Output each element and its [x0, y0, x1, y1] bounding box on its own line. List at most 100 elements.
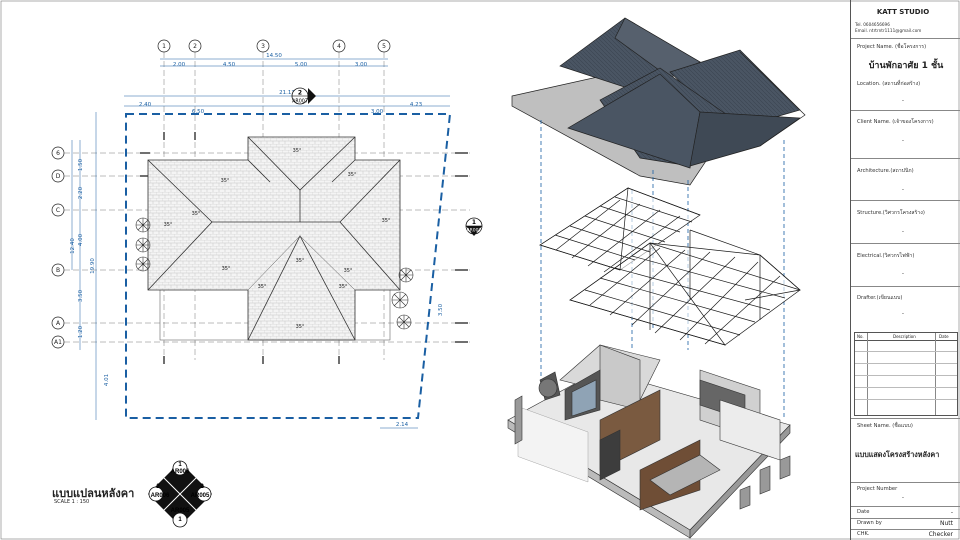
elev-num: 1: [178, 517, 182, 523]
divider: [851, 110, 960, 111]
plan-scale: SCALE 1 : 150: [54, 499, 90, 505]
slope-label: 35°: [164, 222, 173, 228]
project-name-label: Project Name. (ชื่อโครงการ): [857, 44, 927, 50]
divider: [851, 482, 960, 483]
architecture-label: Architecture.(สถาปนิก): [857, 168, 914, 174]
grid-row-label: A1: [54, 339, 62, 346]
dim-top-total: 14.50: [266, 53, 282, 59]
section-number: 2: [298, 90, 302, 97]
divider: [851, 158, 960, 159]
title-block: KATT STUDIO Tel. 0604656696 Email. ntrtr…: [850, 0, 960, 540]
floor-layer: [507, 344, 791, 539]
slope-label: 35°: [296, 324, 305, 330]
drafter-label: Drafter.(เขียนแบบ): [857, 295, 903, 301]
section-number: 1: [472, 219, 476, 226]
project-number-value: -: [901, 494, 905, 501]
roof-layer: [511, 17, 806, 186]
truss-layer: [539, 187, 801, 346]
divider: [851, 418, 960, 419]
divider: [851, 506, 960, 507]
client-value: -: [901, 137, 905, 144]
grid-col-label: 2: [193, 43, 197, 50]
grid-col-label: 3: [261, 43, 265, 50]
sheet-name: แบบแสดงโครงสร้างหลังคา: [855, 450, 940, 459]
elev-num: 2: [200, 484, 204, 490]
section-marker-right: 1 AR007: [465, 217, 483, 236]
slope-label: 35°: [222, 266, 231, 272]
grid-row-label: D: [56, 173, 61, 180]
project-number-label: Project Number: [857, 486, 898, 492]
slope-label: 35°: [382, 218, 391, 224]
grid-col-label: 1: [162, 43, 166, 50]
slope-label: 35°: [339, 284, 348, 290]
left-dimensions: 1.50 2.20 4.00 3.50 1.20 12.40 19.90 4.0…: [70, 112, 444, 429]
dim-mid-total: 21.13: [279, 90, 295, 96]
dim-mid: 3.00: [371, 109, 384, 115]
slope-label: 35°: [344, 268, 353, 274]
grid-end-ticks: [140, 132, 468, 364]
sheet-name-label: Sheet Name. (ชื่อแบบ): [857, 423, 913, 429]
dim-left: 4.00: [78, 233, 84, 246]
top-dimensions: 14.50 2.00 4.50 5.00 3.00 21.13 2.40 6.5…: [124, 53, 450, 115]
dim-bottom: 2.14: [396, 422, 409, 428]
elev-sheet: AR006: [171, 469, 190, 475]
elev-sheet: AR005: [171, 508, 190, 514]
slope-label: 35°: [348, 172, 357, 178]
grid-row-label: A: [56, 320, 61, 327]
dim-left-total: 19.90: [90, 258, 96, 274]
drawn-by-label: Drawn by: [857, 520, 882, 526]
plan-title: แบบแปลนหลังคา: [52, 487, 135, 500]
elev-num: 1: [178, 462, 182, 468]
section-marker-top: 2 AR007: [291, 87, 316, 105]
rev-col-date: Date: [939, 334, 949, 339]
divider: [851, 38, 960, 39]
roof-plan: 1 2 3 4 5 6 D C B: [51, 39, 483, 528]
divider: [851, 243, 960, 244]
chk-value: Checker: [928, 531, 953, 538]
dim-mid: 6.50: [192, 109, 205, 115]
date-label: Date: [857, 509, 870, 515]
divider: [851, 529, 960, 530]
drawn-by-value: Nutt: [940, 520, 953, 527]
studio-tel: Tel. 0604656696: [855, 22, 890, 27]
grid-row-label: 6: [56, 150, 60, 157]
dim-left: 2.20: [78, 186, 84, 199]
elevation-key: 1 AR006 2 AR006 2 AR005 AR005 1: [148, 460, 212, 528]
studio-name: KATT STUDIO: [876, 8, 930, 16]
grid-col-label: 4: [337, 43, 341, 50]
roof-surfaces: [147, 136, 401, 341]
dim-left: 1.20: [78, 325, 84, 338]
electrical-value: -: [901, 270, 905, 277]
grid-row-label: C: [56, 207, 60, 214]
chk-label: CHK.: [857, 531, 870, 537]
section-sheet: AR007: [467, 228, 482, 234]
dim-left: 1.50: [78, 158, 84, 171]
rev-col-no: No.: [857, 334, 864, 339]
architecture-value: -: [901, 186, 905, 193]
divider: [851, 200, 960, 201]
location-value: -: [901, 97, 905, 104]
tree-symbols: [135, 217, 414, 330]
dim-left-extra: 4.01: [104, 374, 110, 386]
location-label: Location. (สถานที่ก่อสร้าง): [857, 81, 921, 87]
dim-mid: 2.40: [139, 102, 152, 108]
structure-value: -: [901, 228, 905, 235]
date-value: -: [950, 509, 953, 516]
slope-label: 35°: [296, 258, 305, 264]
project-name: บ้านพักอาศัย 1 ชั้น: [868, 61, 944, 71]
dim-mid: 4.23: [410, 102, 423, 108]
exploded-axonometric: [507, 17, 806, 539]
dim-right: 3.50: [438, 303, 444, 316]
elev-num: 2: [156, 484, 160, 490]
slope-label: 35°: [221, 178, 230, 184]
divider: [851, 286, 960, 287]
divider: [851, 518, 960, 519]
studio-email: Email. ntrtrntr1111@gmail.com: [855, 28, 922, 33]
revision-table: No. Description Date: [854, 332, 958, 416]
dim-top: 5.00: [295, 62, 308, 68]
dim-top: 2.00: [173, 62, 186, 68]
slope-labels: 35° 35° 35° 35° 35° 35° 35° 35° 35° 35° …: [164, 148, 391, 330]
section-sheet: AR007: [292, 99, 308, 105]
structure-label: Structure.(วิศวกรโครงสร้าง): [857, 210, 925, 216]
